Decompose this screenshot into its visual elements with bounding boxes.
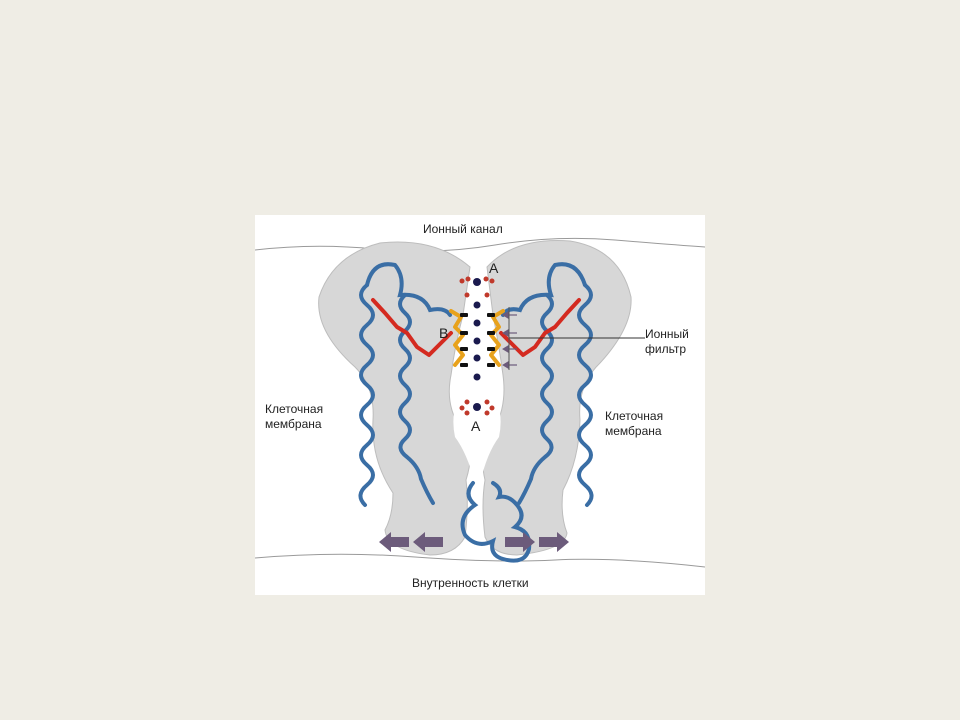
membrane-bottom-line bbox=[255, 553, 705, 568]
helix-right-outer bbox=[577, 283, 594, 507]
helix-right-inner bbox=[517, 293, 554, 505]
ions bbox=[473, 278, 481, 411]
membrane-top-line bbox=[255, 237, 705, 252]
helix-left-top-loop bbox=[365, 262, 452, 317]
helix-left-inner bbox=[398, 293, 435, 505]
filter-arrows bbox=[502, 311, 517, 369]
site-b-label: B bbox=[439, 325, 449, 341]
site-a-bottom-label: A bbox=[471, 418, 481, 434]
bottom-label: Внутренность клетки bbox=[412, 576, 529, 590]
ion-channel-diagram bbox=[255, 237, 705, 568]
water-molecules bbox=[459, 276, 495, 416]
protein-subunit-right bbox=[482, 240, 632, 556]
right-membrane-label: Клеточная мембрана bbox=[605, 409, 664, 438]
left-membrane-label: Клеточная мембрана bbox=[265, 402, 324, 431]
filter-carbonyls bbox=[460, 313, 495, 367]
top-label: Ионный канал bbox=[423, 222, 503, 236]
p-loop-left bbox=[371, 298, 453, 357]
helix-left-outer bbox=[358, 283, 375, 507]
gate-helices bbox=[460, 481, 532, 563]
gate-arrows bbox=[379, 532, 569, 552]
site-a-top-label: A bbox=[489, 260, 499, 276]
ion-channel-figure: Ионный канал A B A Ионный фильтр Клеточн… bbox=[255, 215, 705, 595]
protein-subunit-left bbox=[318, 241, 471, 556]
helix-right-top-loop bbox=[501, 262, 587, 317]
p-loop-right bbox=[499, 298, 581, 357]
filter-label: Ионный фильтр bbox=[645, 327, 689, 356]
